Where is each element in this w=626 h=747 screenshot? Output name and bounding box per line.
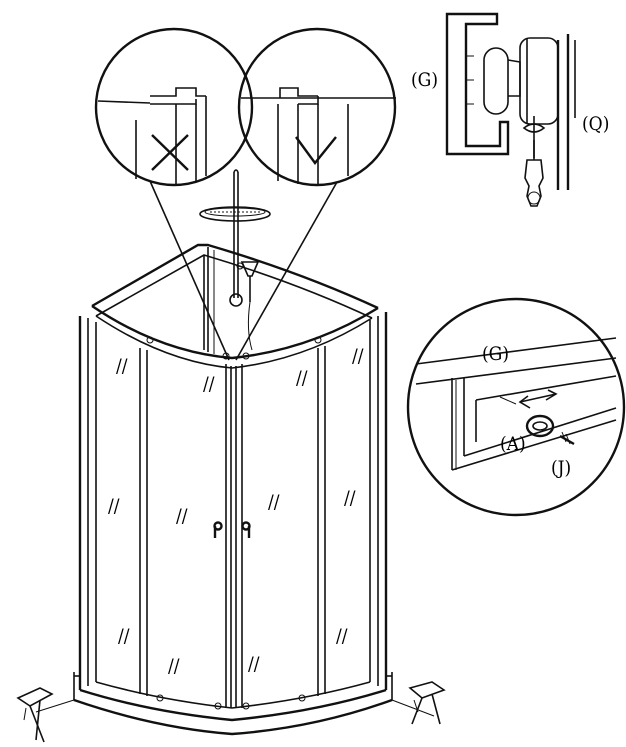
shower-column [199,169,271,351]
label-q-top: (Q) [582,113,609,135]
glass-mark: // [168,655,180,677]
shower-tray [35,672,435,736]
x-cross-icon [151,134,189,171]
door-handle-right [241,521,251,538]
glass-mark: // [296,367,308,389]
rail-detail-circle [406,297,626,517]
glass-mark: // [344,487,356,509]
check-mark-icon [295,136,337,165]
magnified-detail-wrong [94,27,254,187]
label-j-rail: (J) [551,457,571,479]
screw-icon [559,431,575,446]
tray-leg-right [408,681,446,725]
glass-mark: // [248,653,260,675]
top-profile-detail [445,12,576,207]
glass-mark: // [116,355,128,377]
magnified-detail-right [237,27,397,187]
glass-mark: // [118,625,130,647]
shower-enclosure [78,243,388,722]
label-a-rail: (A) [500,433,526,455]
glass-mark: // [176,505,188,527]
hand-shower-icon [240,261,260,302]
glass-mark: // [352,345,364,367]
glass-mark: // [336,625,348,647]
tray-leg-left [16,687,54,743]
rain-shower-head-icon [199,206,271,222]
door-handle-left [213,521,223,538]
double-arrow-icon [518,389,558,409]
glass-mark: // [268,491,280,513]
glass-marks: // // // // // // // // // // // // [108,345,364,677]
glass-mark: // [108,495,120,517]
label-g-top: (G) [411,69,438,91]
label-g-rail: (G) [482,343,509,365]
glass-mark: // [203,373,215,395]
